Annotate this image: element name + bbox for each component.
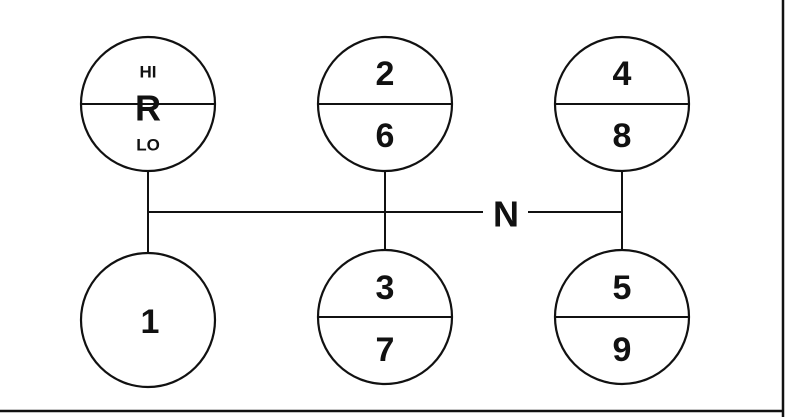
gear-position-1: 1 bbox=[79, 251, 217, 389]
gear-2-label: 2 bbox=[376, 55, 395, 93]
gear-position-4-8: 4 8 bbox=[553, 35, 691, 173]
reverse-lo-label: LO bbox=[136, 136, 160, 155]
gear-1-label: 1 bbox=[141, 303, 160, 341]
gear-position-reverse: HI R LO bbox=[79, 35, 217, 173]
gear-5-label: 5 bbox=[613, 269, 632, 307]
gear-9-label: 9 bbox=[613, 331, 632, 369]
gear-4-label: 4 bbox=[613, 55, 632, 93]
reverse-main-label: R bbox=[135, 88, 161, 129]
reverse-hi-label: HI bbox=[140, 63, 157, 82]
gear-3-label: 3 bbox=[376, 269, 395, 307]
neutral-label: N bbox=[493, 194, 519, 235]
gear-position-2-6: 2 6 bbox=[316, 35, 454, 173]
gear-7-label: 7 bbox=[376, 331, 395, 369]
gear-position-3-7: 3 7 bbox=[316, 248, 454, 386]
gear-8-label: 8 bbox=[613, 117, 632, 155]
gear-position-5-9: 5 9 bbox=[553, 248, 691, 386]
gear-6-label: 6 bbox=[376, 117, 395, 155]
